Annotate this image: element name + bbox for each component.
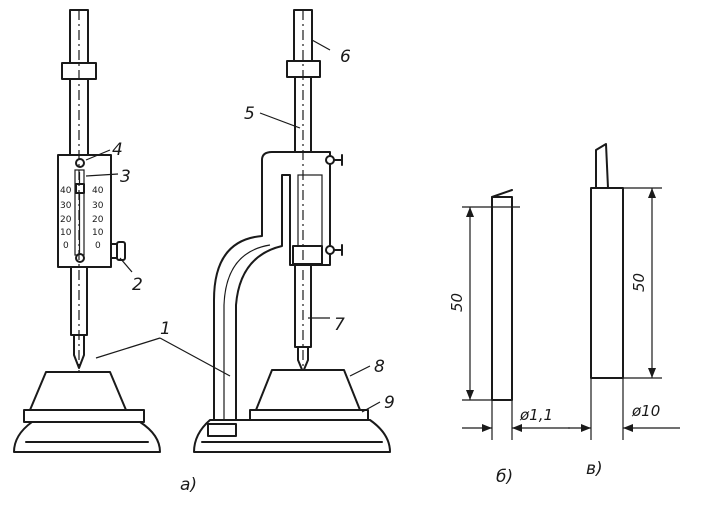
scale-left-40: 40 <box>60 186 72 196</box>
callout-4: 4 <box>112 140 123 160</box>
left-cone <box>29 371 127 411</box>
clamp-block <box>292 245 323 265</box>
scale-left-10: 10 <box>60 228 72 238</box>
side-screw-head <box>116 241 126 261</box>
scale-right-20: 20 <box>92 215 104 225</box>
panel-label-a: a) <box>180 475 197 495</box>
pestle-v-diameter: ø10 <box>631 402 660 420</box>
scale-left-30: 30 <box>60 201 72 211</box>
needle-b-body <box>491 196 513 401</box>
mid-base <box>193 419 391 453</box>
scale-right-10: 10 <box>92 228 104 238</box>
pointer-slider <box>75 183 85 194</box>
callout-1: 1 <box>160 319 171 339</box>
callout-leaders <box>85 39 381 413</box>
top-screw <box>75 158 85 168</box>
frame-screw-top <box>325 155 335 165</box>
callout-7: 7 <box>334 315 345 335</box>
left-instrument: 40 30 20 10 0 40 30 20 10 0 <box>13 9 161 453</box>
callout-9: 9 <box>384 393 395 413</box>
scale-left-20: 20 <box>60 215 72 225</box>
needle-b-drawing <box>462 189 570 440</box>
scale-right-30: 30 <box>92 201 104 211</box>
scale-left-0: 0 <box>63 241 69 251</box>
stand-frame <box>213 151 331 421</box>
bottom-screw <box>75 253 85 263</box>
pestle-v-length: 50 <box>630 273 648 292</box>
scale-right-0: 0 <box>95 241 101 251</box>
panel-label-b: б) <box>496 467 513 487</box>
mid-cone <box>255 369 361 411</box>
frame-foot <box>207 423 237 437</box>
needle-b-diameter: ø1,1 <box>519 406 553 424</box>
callout-6: 6 <box>340 47 351 67</box>
callout-3: 3 <box>120 167 131 187</box>
middle-instrument <box>193 9 391 453</box>
callout-5: 5 <box>244 104 255 124</box>
left-base <box>13 421 161 453</box>
frame-screw-bottom <box>325 245 335 255</box>
needle-b-length: 50 <box>448 293 466 312</box>
scale-right-40: 40 <box>92 186 104 196</box>
callout-8: 8 <box>374 357 385 377</box>
left-plate <box>23 409 145 423</box>
pestle-v-body <box>590 187 624 379</box>
panel-label-v: в) <box>586 459 603 479</box>
pestle-v-stem <box>595 143 609 189</box>
pestle-v-drawing <box>568 143 680 440</box>
callout-2: 2 <box>132 275 143 295</box>
